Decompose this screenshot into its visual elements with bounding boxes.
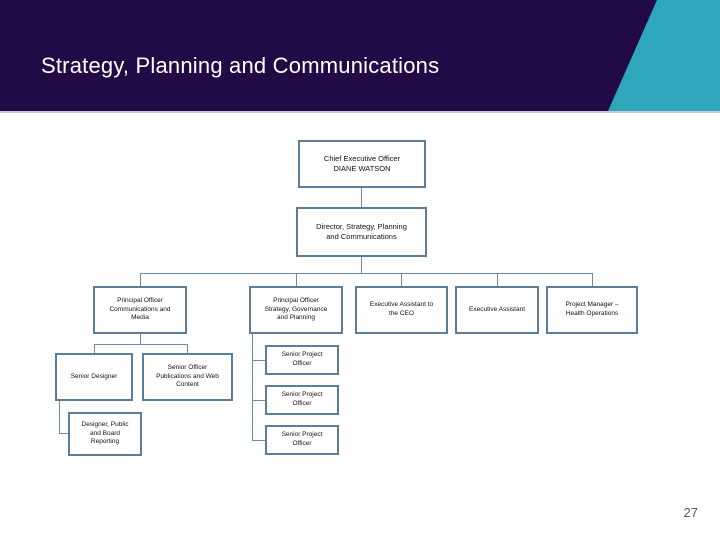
org-node-ea-ceo-label: Executive Assistant to the CEO [369,301,434,317]
header-underline [0,111,720,113]
org-node-spo-1-label: Senior Project Officer [281,351,323,367]
connector-ceo-director [361,188,362,207]
org-node-ea-ceo: Executive Assistant to the CEO [355,286,448,334]
org-node-spo-3: Senior Project Officer [265,425,339,455]
org-node-senior-designer: Senior Designer [55,353,133,401]
org-node-so-publications: Senior Officer Publications and Web Cont… [142,353,233,401]
connector-comms-stub [140,334,141,344]
org-node-spo-2: Senior Project Officer [265,385,339,415]
org-node-ea-label: Executive Assistant [469,305,525,313]
org-node-spo-2-label: Senior Project Officer [281,391,323,407]
connector-director-stub [361,257,362,273]
org-node-pm-health: Project Manager – Health Operations [546,286,638,334]
org-node-spo-3-label: Senior Project Officer [281,431,323,447]
org-node-ceo: Chief Executive Officer DIANE WATSON [298,140,426,188]
org-node-ceo-label: Chief Executive Officer DIANE WATSON [323,153,401,173]
header-band [0,0,720,111]
org-node-senior-designer-label: Senior Designer [70,372,118,380]
org-node-po-comms-label: Principal Officer Communications and Med… [109,296,171,322]
org-node-designer-public-label: Designer, Public and Board Reporting [81,420,129,446]
connector-comms-horizontal [94,344,188,345]
connector-main-horizontal [140,273,593,274]
org-node-director-label: Director, Strategy, Planning and Communi… [316,221,407,241]
org-node-pm-health-label: Project Manager – Health Operations [565,301,619,317]
connector-stub-spo-2 [252,400,265,401]
teal-accent-wedge [608,0,720,111]
org-node-po-comms: Principal Officer Communications and Med… [93,286,187,334]
org-node-so-publications-label: Senior Officer Publications and Web Cont… [156,363,219,389]
org-node-po-strategy: Principal Officer Strategy, Governance a… [249,286,343,334]
connector-drop-pm-health [592,273,593,286]
connector-drop-senior-designer [94,344,95,353]
connector-stub-spo-3 [252,440,265,441]
connector-drop-po-strategy [296,273,297,286]
page-number: 27 [683,505,698,520]
connector-strategy-spine [252,334,253,440]
org-node-director: Director, Strategy, Planning and Communi… [296,207,427,257]
org-node-designer-public: Designer, Public and Board Reporting [68,412,142,456]
connector-designer-elbow-horizontal [59,433,68,434]
connector-drop-so-publications [187,344,188,353]
slide-title: Strategy, Planning and Communications [41,53,440,78]
connector-drop-ea-ceo [401,273,402,286]
connector-drop-ea [497,273,498,286]
connector-stub-spo-1 [252,360,265,361]
org-node-po-strategy-label: Principal Officer Strategy, Governance a… [264,296,328,322]
org-node-spo-1: Senior Project Officer [265,345,339,375]
connector-designer-elbow-vertical [59,401,60,434]
connector-drop-po-comms [140,273,141,286]
org-node-ea: Executive Assistant [455,286,539,334]
